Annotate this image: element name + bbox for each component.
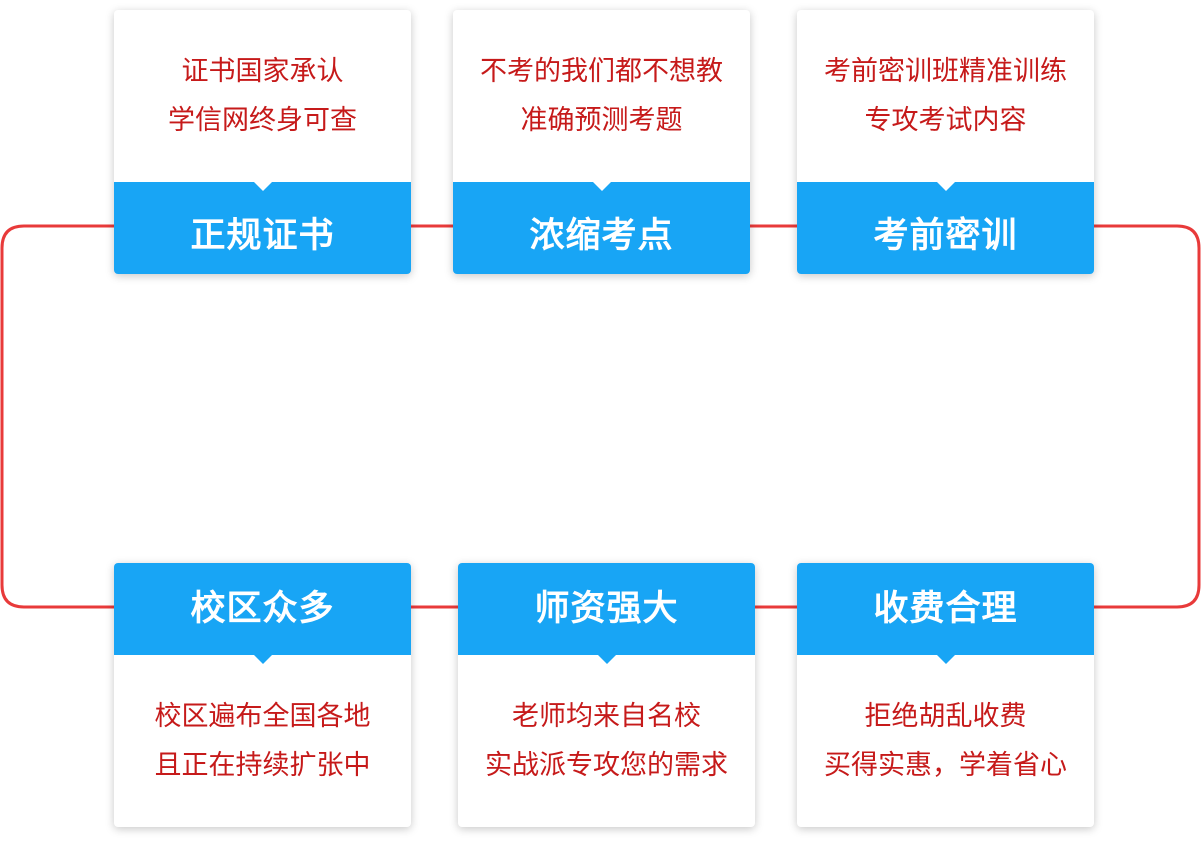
- description-line: 专攻考试内容: [864, 105, 1027, 136]
- card-campuses: 校区众多 校区遍布全国各地 且正在持续扩张中: [114, 563, 411, 827]
- card-description: 拒绝胡乱收费 买得实惠，学着省心: [797, 655, 1094, 827]
- card-title-band: 收费合理: [797, 563, 1094, 655]
- notch-arrow: [936, 182, 955, 191]
- card-title: 师资强大: [534, 588, 679, 629]
- card-description: 证书国家承认 学信网终身可查: [114, 10, 411, 182]
- description-line: 校区遍布全国各地: [154, 701, 371, 732]
- card-description: 校区遍布全国各地 且正在持续扩张中: [114, 655, 411, 827]
- description-line: 学信网终身可查: [168, 105, 357, 136]
- notch-arrow: [592, 182, 611, 191]
- description-line: 买得实惠，学着省心: [824, 750, 1067, 781]
- notch-arrow: [936, 655, 955, 664]
- card-title: 正规证书: [190, 215, 335, 256]
- card-title-band: 师资强大: [458, 563, 755, 655]
- description-line: 准确预测考题: [520, 105, 683, 136]
- notch-arrow: [253, 655, 272, 664]
- card-description: 老师均来自名校 实战派专攻您的需求: [458, 655, 755, 827]
- card-title: 浓缩考点: [529, 215, 674, 256]
- card-title: 考前密训: [873, 215, 1018, 256]
- card-title: 校区众多: [190, 588, 335, 629]
- description-line: 证书国家承认: [181, 56, 344, 87]
- card-key-points: 不考的我们都不想教 准确预测考题 浓缩考点: [453, 10, 750, 274]
- description-line: 且正在持续扩张中: [154, 750, 371, 781]
- description-line: 实战派专攻您的需求: [485, 750, 728, 781]
- card-title-band: 正规证书: [114, 182, 411, 274]
- card-title-band: 考前密训: [797, 182, 1094, 274]
- description-line: 不考的我们都不想教: [480, 56, 723, 87]
- description-line: 拒绝胡乱收费: [864, 701, 1027, 732]
- card-fees: 收费合理 拒绝胡乱收费 买得实惠，学着省心: [797, 563, 1094, 827]
- card-certificate: 证书国家承认 学信网终身可查 正规证书: [114, 10, 411, 274]
- card-title: 收费合理: [873, 588, 1018, 629]
- card-description: 考前密训班精准训练 专攻考试内容: [797, 10, 1094, 182]
- connector-line: [0, 224, 1201, 609]
- notch-arrow: [253, 182, 272, 191]
- description-line: 老师均来自名校: [512, 701, 701, 732]
- card-title-band: 校区众多: [114, 563, 411, 655]
- card-teachers: 师资强大 老师均来自名校 实战派专攻您的需求: [458, 563, 755, 827]
- card-pre-exam-training: 考前密训班精准训练 专攻考试内容 考前密训: [797, 10, 1094, 274]
- card-description: 不考的我们都不想教 准确预测考题: [453, 10, 750, 182]
- notch-arrow: [597, 655, 616, 664]
- card-title-band: 浓缩考点: [453, 182, 750, 274]
- description-line: 考前密训班精准训练: [824, 56, 1067, 87]
